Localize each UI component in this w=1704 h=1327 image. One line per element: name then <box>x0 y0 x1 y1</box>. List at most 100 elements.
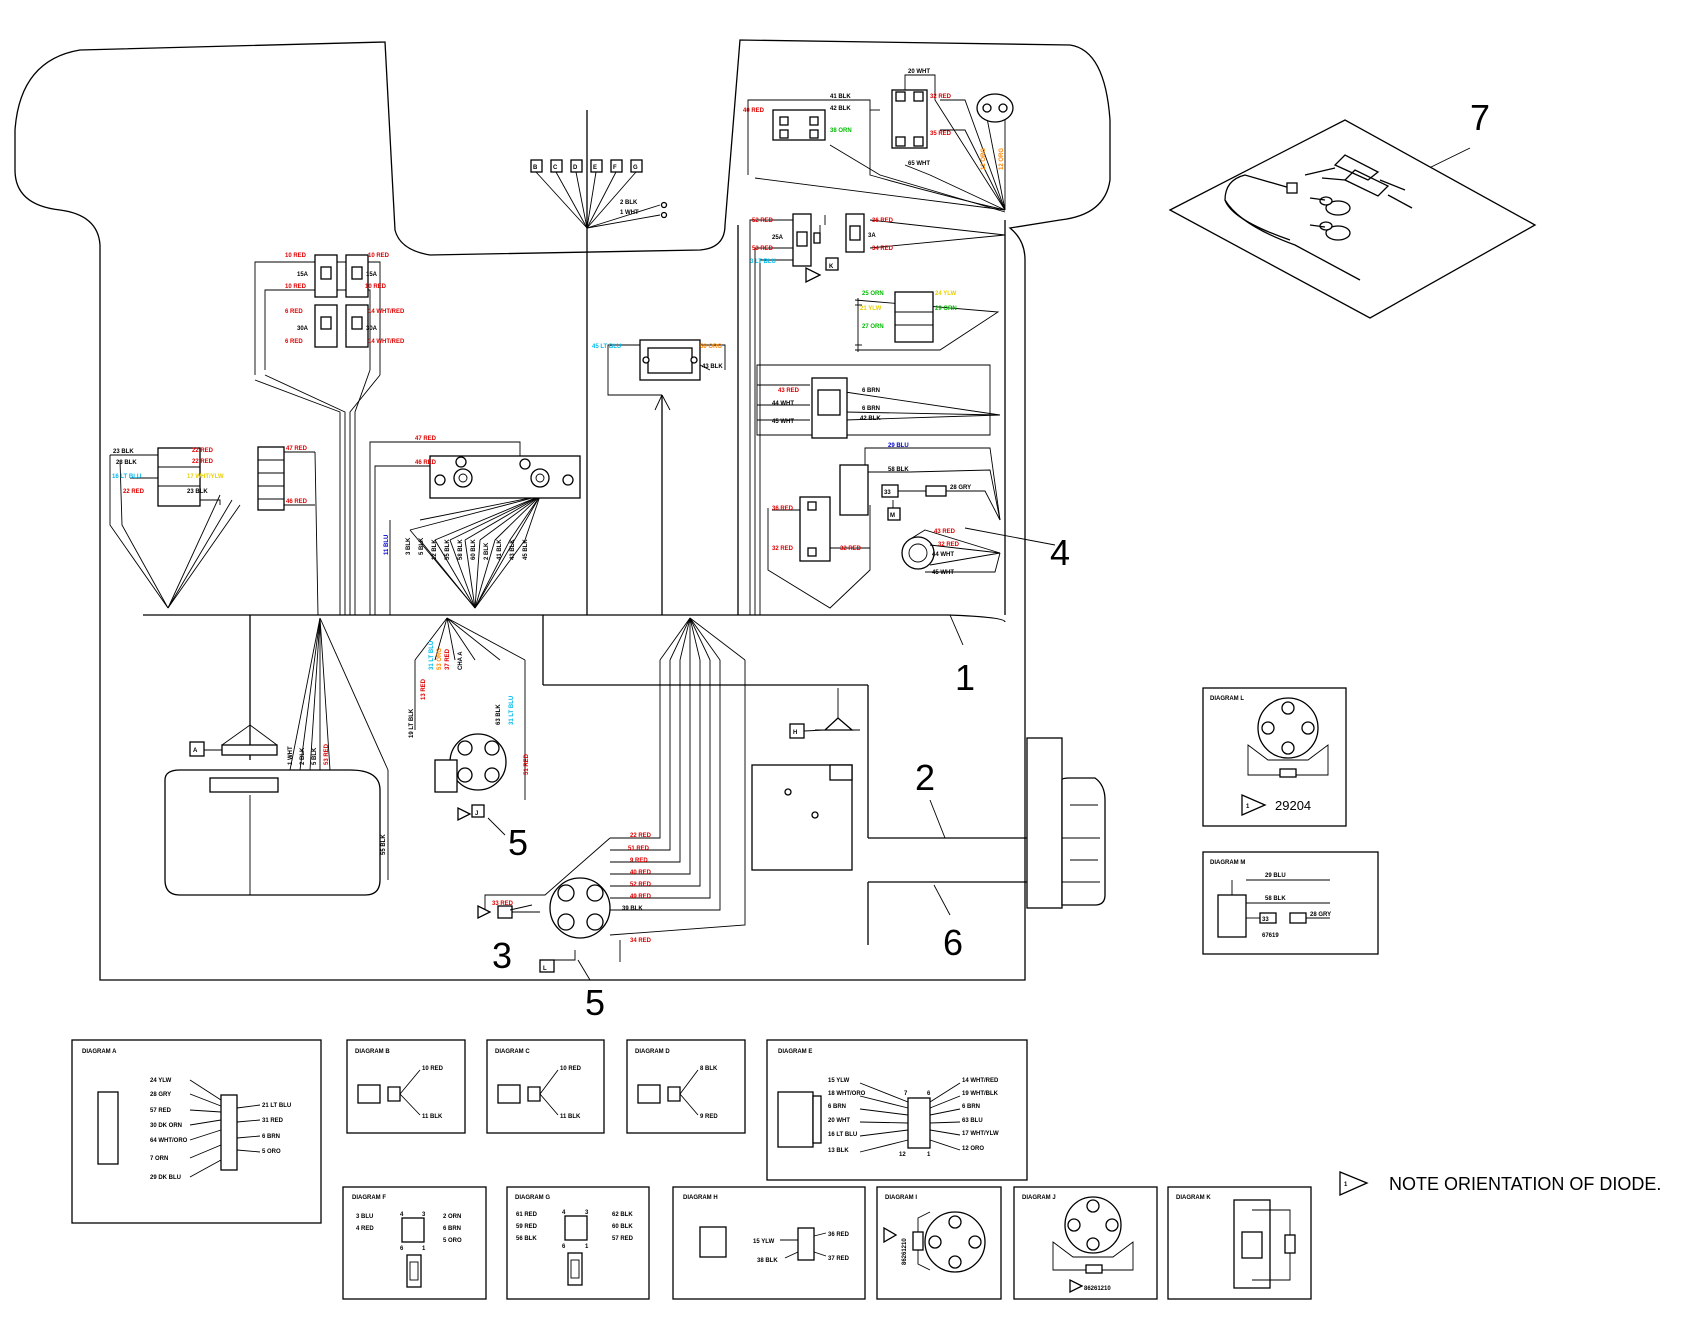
connector-a-label: A <box>193 748 198 754</box>
wire-label: 2 BLK <box>484 542 490 560</box>
wire-label: 52 RED <box>630 882 652 888</box>
wire-label: 16 LT BLU <box>112 474 141 480</box>
diagram-a-label: 24 YLW <box>150 1078 172 1084</box>
diagram-i-part: 86261210 <box>902 1238 908 1265</box>
relay-left: 23 BLK 23 BLK 16 LT BLU 22 RED 22 RED 22… <box>109 447 241 609</box>
wire-label: 39 BLK <box>622 906 643 912</box>
wire-label: 10 RED <box>365 284 387 290</box>
diagram-a-label: 57 RED <box>150 1108 172 1114</box>
diagram-g-label: 57 RED <box>612 1236 634 1242</box>
wire-label: 10 RED <box>368 253 390 259</box>
fuse-pair-right: K 52 RED 25A 53 RED 3 LT BLU 36 RED 3A 3… <box>749 213 1006 615</box>
diagram-f-label: 4 RED <box>356 1226 374 1232</box>
diagram-h-label: 37 RED <box>828 1256 850 1262</box>
diagram-e-label: 6 BRN <box>962 1104 980 1110</box>
wire-label: 28 GRY <box>950 485 971 491</box>
wire-label: 27 ORN <box>862 324 884 330</box>
wire-label: 52 RED <box>752 218 774 224</box>
diagram-f-label: 6 BRN <box>443 1226 461 1232</box>
connector-f-label: F <box>613 165 617 171</box>
diagram-j-title: DIAGRAM J <box>1022 1195 1056 1201</box>
connector-d-label: D <box>573 165 578 171</box>
connector-j-label: J <box>475 811 478 817</box>
diagram-a-label: 31 RED <box>262 1118 284 1124</box>
diagram-f-label: 1 <box>422 1246 426 1252</box>
wire-label: 65 WHT <box>908 161 930 167</box>
wire-label: 3 LT BLU <box>750 259 776 265</box>
wire-label: 55 BLK <box>445 539 451 560</box>
wire-label: 10 RED <box>285 284 307 290</box>
wire-label: 45 WHT <box>932 570 954 576</box>
connector-e-label: E <box>593 165 597 171</box>
wire-label: 58 BLK <box>888 467 909 473</box>
fuse-rating: 15A <box>297 272 309 278</box>
wire-label: 22 RED <box>123 489 145 495</box>
wire-label: 33 <box>884 490 891 496</box>
wire-label: 47 RED <box>415 436 437 442</box>
module-center: 45 LT BLU 50 ORO 43 BLK <box>592 339 726 411</box>
wire-label: 51 RED <box>628 846 650 852</box>
diagram-e-label: 6 <box>927 1091 931 1097</box>
diagram-i-title: DIAGRAM I <box>885 1195 917 1201</box>
diagram-d-label: 8 BLK <box>700 1066 718 1072</box>
fuse-rating: 30A <box>297 326 309 332</box>
diagram-e-label: 20 WHT <box>828 1118 850 1124</box>
diagram-m-label: 28 GRY <box>1310 912 1331 918</box>
wire-label: 42 BLK <box>860 416 881 422</box>
ground-stud-block: 47 RED 46 RED 11 BLU 3 BLK 5 BLK 12 BLK … <box>369 436 581 615</box>
connector-l-label: L <box>543 966 547 972</box>
diagram-i: DIAGRAM I 86261210 <box>876 1186 1002 1300</box>
connector-g-label: G <box>633 165 638 171</box>
wire-label: 25 ORN <box>862 291 884 297</box>
fuse-rating: 30A <box>366 326 378 332</box>
wire-label: 32 RED <box>840 546 862 552</box>
diagram-h-label: 38 BLK <box>757 1258 778 1264</box>
wire-label: 41 BLK <box>830 94 851 100</box>
wire-label: 12 ORG <box>981 148 987 170</box>
diagram-g-label: 62 BLK <box>612 1212 633 1218</box>
diagram-f-title: DIAGRAM F <box>352 1195 386 1201</box>
callout-7: 7 <box>1470 97 1490 138</box>
diagram-f-label: 2 ORN <box>443 1214 461 1220</box>
wire-label: 58 BLK <box>458 539 464 560</box>
diagram-l-part: 29204 <box>1275 798 1311 813</box>
diagram-h-title: DIAGRAM H <box>683 1195 718 1201</box>
wire-label: 2 BLK <box>300 747 306 765</box>
wire-label: 37 RED <box>445 648 451 670</box>
diagram-j: DIAGRAM J 86261210 <box>1013 1186 1158 1300</box>
top-connectors: B C D E F G 2 BLK 1 WHT <box>530 159 668 229</box>
wire-label: 11 BLU <box>384 535 390 555</box>
wire-label: 23 BLK <box>187 489 208 495</box>
callouts: 1 2 3 4 5 5 6 7 <box>487 97 1490 1023</box>
diagram-g-label: 56 BLK <box>516 1236 537 1242</box>
callout-3: 3 <box>492 935 512 976</box>
diagram-e-label: 13 BLK <box>828 1148 849 1154</box>
kit-parts <box>1168 119 1537 319</box>
diagram-b: DIAGRAM B 10 RED 11 BLK <box>346 1039 466 1134</box>
diagram-m-title: DIAGRAM M <box>1210 860 1245 866</box>
wire-label: 14 WHT/RED <box>368 309 405 315</box>
key-switch-lower: L 22 RED 51 RED 9 RED 40 RED 52 RED 49 R… <box>477 617 746 973</box>
switch-right: 43 RED 44 WHT 45 WHT 6 BRN 6 BRN 42 BLK <box>756 364 1001 439</box>
wire-label: 2 BLK <box>620 200 638 206</box>
diagram-e-label: 16 LT BLU <box>828 1132 857 1138</box>
diagram-f-label: 4 <box>400 1212 404 1218</box>
svg-text:1: 1 <box>1246 804 1250 810</box>
diagram-e-label: 18 WHT/ORO <box>828 1091 866 1097</box>
wire-label: 1 WHT <box>620 210 639 216</box>
wire-label: 43 RED <box>934 529 956 535</box>
wire-label: 47 RED <box>286 446 308 452</box>
wire-label: 31 LT BLU <box>509 696 515 725</box>
diagram-m-label: 58 BLK <box>1265 896 1286 902</box>
wire-label: 33 RED <box>492 901 514 907</box>
diagram-a-label: 28 GRY <box>150 1092 171 1098</box>
diagram-f-label: 3 BLU <box>356 1214 373 1220</box>
wire-label: 35 RED <box>930 131 952 137</box>
diagram-a-title: DIAGRAM A <box>82 1049 117 1055</box>
wire-label: 5 BLK <box>419 537 425 555</box>
wire-label: 36 RED <box>872 218 894 224</box>
connector-strip-left: 47 RED 46 RED <box>257 446 319 616</box>
diagram-a: DIAGRAM A 24 YLW 28 GRY 57 RED 30 DK ORN… <box>71 1039 322 1224</box>
wire-label: 51 RED <box>524 753 530 775</box>
wire-label: 6 RED <box>285 309 303 315</box>
